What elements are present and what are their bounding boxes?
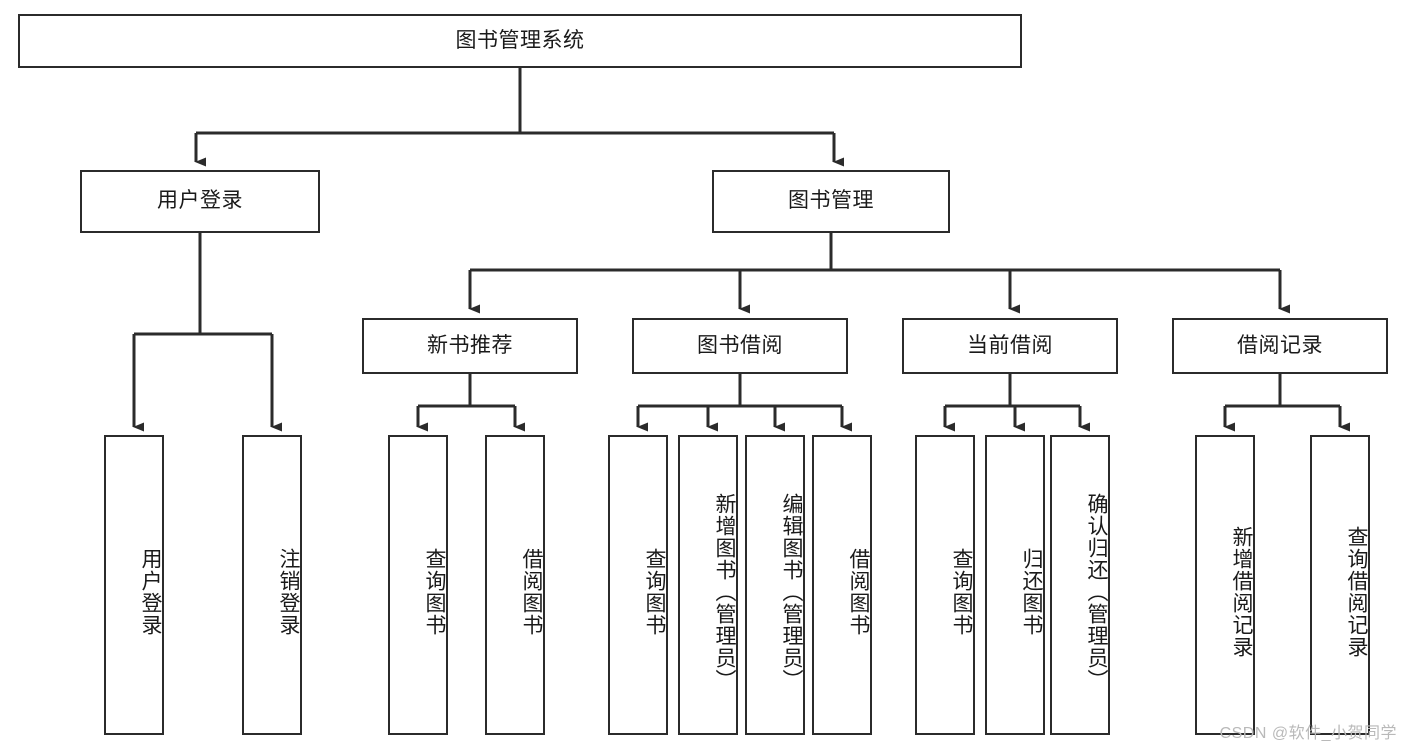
leaf-bookborrow-query-label: 查询图书 bbox=[643, 548, 666, 636]
node-current-borrow-label: 当前借阅 bbox=[967, 333, 1053, 357]
node-book-borrow-label: 图书借阅 bbox=[697, 333, 783, 357]
leaf-currentborrow-confirm-label: 确认归还（管理员） bbox=[1085, 493, 1108, 691]
leaf-currentborrow-return[interactable]: 归还图书 bbox=[985, 435, 1045, 735]
node-book-management-label: 图书管理 bbox=[788, 189, 874, 213]
leaf-currentborrow-query[interactable]: 查询图书 bbox=[915, 435, 975, 735]
leaf-user-login-signin[interactable]: 用户登录 bbox=[104, 435, 164, 735]
node-current-borrow[interactable]: 当前借阅 bbox=[902, 318, 1118, 374]
node-borrow-records[interactable]: 借阅记录 bbox=[1172, 318, 1388, 374]
node-new-book-recommend-label: 新书推荐 bbox=[427, 333, 513, 357]
leaf-records-add-label: 新增借阅记录 bbox=[1230, 526, 1253, 658]
leaf-newbook-query[interactable]: 查询图书 bbox=[388, 435, 448, 735]
leaf-bookborrow-borrow-label: 借阅图书 bbox=[847, 548, 870, 636]
node-book-borrow[interactable]: 图书借阅 bbox=[632, 318, 848, 374]
node-new-book-recommend[interactable]: 新书推荐 bbox=[362, 318, 578, 374]
leaf-records-query-label: 查询借阅记录 bbox=[1345, 526, 1368, 658]
node-root-system-label: 图书管理系统 bbox=[455, 28, 585, 52]
leaf-newbook-borrow-label: 借阅图书 bbox=[520, 548, 543, 636]
leaf-bookborrow-edit-label: 编辑图书（管理员） bbox=[780, 493, 803, 691]
leaf-currentborrow-return-label: 归还图书 bbox=[1020, 548, 1043, 636]
node-book-management[interactable]: 图书管理 bbox=[712, 170, 950, 233]
leaf-bookborrow-add-label: 新增图书（管理员） bbox=[713, 493, 736, 691]
node-user-login[interactable]: 用户登录 bbox=[80, 170, 320, 233]
node-borrow-records-label: 借阅记录 bbox=[1237, 333, 1323, 357]
leaf-user-login-signout[interactable]: 注销登录 bbox=[242, 435, 302, 735]
leaf-newbook-query-label: 查询图书 bbox=[423, 548, 446, 636]
leaf-bookborrow-add[interactable]: 新增图书（管理员） bbox=[678, 435, 738, 735]
node-user-login-label: 用户登录 bbox=[157, 189, 243, 213]
leaf-user-login-signin-label: 用户登录 bbox=[139, 548, 162, 636]
leaf-bookborrow-query[interactable]: 查询图书 bbox=[608, 435, 668, 735]
leaf-newbook-borrow[interactable]: 借阅图书 bbox=[485, 435, 545, 735]
leaf-currentborrow-confirm[interactable]: 确认归还（管理员） bbox=[1050, 435, 1110, 735]
leaf-bookborrow-edit[interactable]: 编辑图书（管理员） bbox=[745, 435, 805, 735]
leaf-currentborrow-query-label: 查询图书 bbox=[950, 548, 973, 636]
leaf-records-add[interactable]: 新增借阅记录 bbox=[1195, 435, 1255, 735]
node-root-system[interactable]: 图书管理系统 bbox=[18, 14, 1022, 68]
leaf-records-query[interactable]: 查询借阅记录 bbox=[1310, 435, 1370, 735]
leaf-bookborrow-borrow[interactable]: 借阅图书 bbox=[812, 435, 872, 735]
leaf-user-login-signout-label: 注销登录 bbox=[277, 548, 300, 636]
